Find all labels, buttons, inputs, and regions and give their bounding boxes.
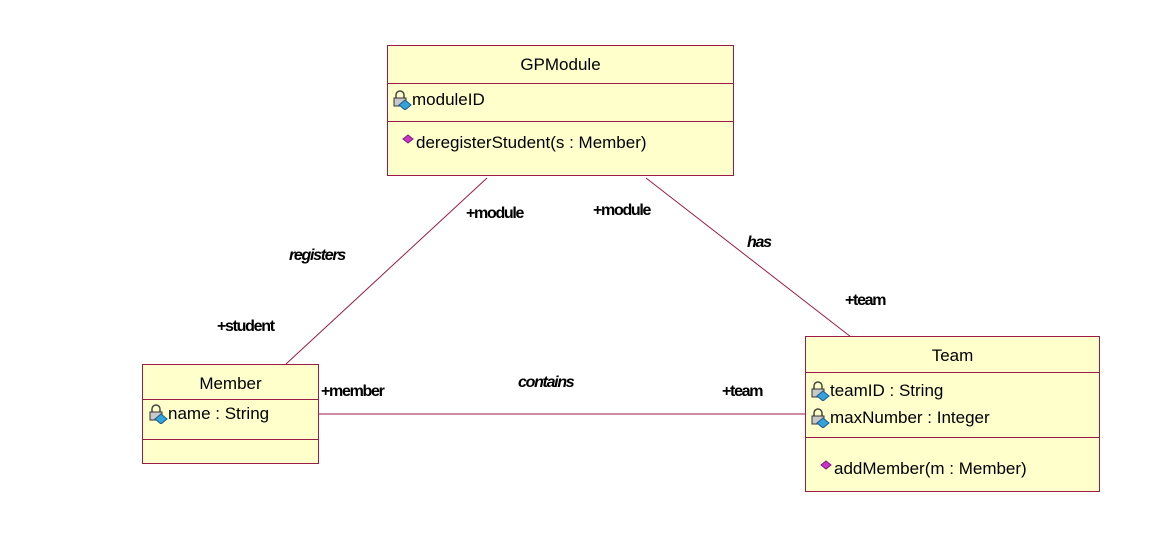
association-name-has: has [747, 234, 772, 251]
role-label-member: +member [321, 383, 385, 400]
class-team-operations: addMember(m : Member) [806, 438, 1099, 479]
class-team-name: Team [806, 337, 1099, 373]
class-team[interactable]: Team teamID : String maxNumber : Integer [805, 336, 1100, 492]
role-label-module-registers: +module [466, 205, 524, 222]
operation-row[interactable]: addMember(m : Member) [820, 459, 1099, 479]
operation-text: addMember(m : Member) [834, 459, 1027, 478]
class-member-operations [143, 440, 318, 463]
association-name-registers: registers [289, 247, 346, 264]
private-attribute-lock-icon [811, 380, 830, 401]
class-team-attributes: teamID : String maxNumber : Integer [806, 373, 1099, 438]
attribute-text: name : String [168, 404, 270, 423]
association-has-line[interactable] [645, 177, 852, 338]
attribute-text: moduleID [412, 90, 485, 109]
attribute-text: maxNumber : Integer [830, 407, 990, 427]
role-label-module-has: +module [593, 202, 651, 219]
public-operation-diamond-icon [820, 460, 832, 470]
class-gpmodule-attributes: moduleID [388, 84, 733, 122]
attribute-text: teamID : String [830, 380, 944, 400]
association-registers-line[interactable] [285, 177, 488, 365]
role-label-student: +student [217, 318, 275, 335]
private-attribute-lock-icon [149, 404, 168, 424]
role-label-team-has: +team [845, 292, 887, 309]
attribute-row[interactable]: maxNumber : Integer [810, 404, 1099, 431]
attribute-row[interactable]: teamID : String [810, 377, 1099, 404]
public-operation-diamond-icon [402, 134, 414, 144]
class-member[interactable]: Member name : String [142, 364, 319, 464]
attribute-row[interactable]: name : String [148, 404, 318, 424]
operation-row[interactable]: deregisterStudent(s : Member) [402, 133, 733, 153]
attribute-row[interactable]: moduleID [392, 90, 733, 110]
class-gpmodule-operations: deregisterStudent(s : Member) [388, 122, 733, 153]
private-attribute-lock-icon [393, 90, 412, 110]
class-gpmodule[interactable]: GPModule moduleID deregisterStudent(s : … [387, 45, 734, 176]
class-gpmodule-name: GPModule [388, 46, 733, 84]
class-member-name: Member [143, 365, 318, 400]
private-attribute-lock-icon [811, 407, 830, 428]
role-label-team-contains: +team [722, 383, 764, 400]
operation-text: deregisterStudent(s : Member) [416, 133, 647, 152]
class-member-attributes: name : String [143, 400, 318, 440]
association-name-contains: contains [518, 374, 575, 391]
